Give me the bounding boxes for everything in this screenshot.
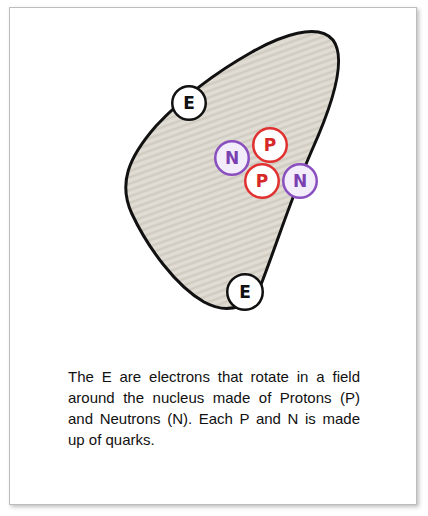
node-outline-circle — [172, 86, 206, 120]
node-outline-circle — [245, 164, 279, 198]
figure-caption: The E are electrons that rotate in a fie… — [68, 366, 360, 450]
particle-letter: P — [256, 173, 268, 190]
neutron-circle: N — [214, 140, 250, 176]
particle-letter: E — [183, 95, 195, 112]
proton-circle: P — [244, 163, 280, 199]
particle-letter: E — [239, 284, 251, 301]
electron-field — [126, 32, 339, 309]
particle-letter: N — [293, 173, 307, 190]
node-outline-circle — [253, 128, 287, 162]
neutron-circle: N — [282, 163, 318, 199]
node-outline-circle — [215, 141, 249, 175]
electron-circle: E — [171, 85, 207, 121]
particle-letter: P — [264, 137, 276, 154]
node-outline-circle — [227, 274, 263, 310]
node-outline-circle — [283, 164, 317, 198]
proton-circle: P — [252, 127, 288, 163]
particle-letter: N — [225, 150, 239, 167]
electron-circle: E — [226, 273, 264, 311]
